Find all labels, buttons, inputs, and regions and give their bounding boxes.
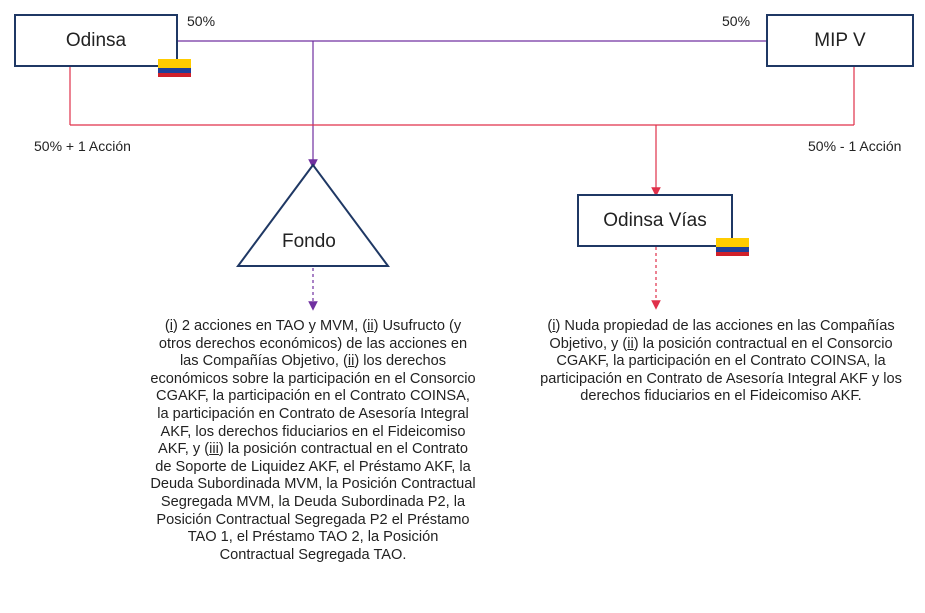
note-text: Nuda propiedad de las acciones en las Co… xyxy=(549,318,895,352)
mipv-fondo-pct: 50% xyxy=(722,13,751,29)
odinsa-label: Odinsa xyxy=(65,29,127,51)
colombia-flag-icon xyxy=(158,59,191,77)
note-text: los derechos económicos sobre la partici… xyxy=(150,353,476,458)
roman-numeral: ii xyxy=(627,335,634,352)
note-text: la posición contractual en el Consorcio … xyxy=(540,335,902,405)
roman-numeral: ii xyxy=(347,353,355,370)
odinsa-fondo-pct: 50% xyxy=(187,13,216,29)
fondo-assets-note: (i) 2 acciones en TAO y MVM, (ii) Usufru… xyxy=(150,318,476,563)
note-text: Usufructo (y otros derechos económicos) … xyxy=(158,318,468,370)
colombia-flag-icon xyxy=(716,238,749,256)
mipv-box: MIP V xyxy=(766,14,914,67)
roman-numeral: i xyxy=(552,318,556,334)
roman-numeral: i xyxy=(169,318,173,334)
note-text: la posición contractual en el Contrato d… xyxy=(150,441,476,563)
fondo-label: Fondo xyxy=(282,231,336,252)
mipv-label: MIP V xyxy=(814,29,866,51)
odinsa-vias-box: Odinsa Vías xyxy=(577,194,733,247)
note-text: 2 acciones en TAO y MVM, xyxy=(177,318,363,334)
vias-assets-note: (i) Nuda propiedad de las acciones en la… xyxy=(540,318,902,405)
roman-numeral: iii xyxy=(209,441,219,458)
odinsa-vias-pct: 50% + 1 Acción xyxy=(34,138,131,154)
roman-numeral: ii xyxy=(367,318,374,334)
odinsa-vias-label: Odinsa Vías xyxy=(603,209,707,231)
odinsa-box: Odinsa xyxy=(14,14,178,67)
mipv-vias-pct: 50% - 1 Acción xyxy=(808,138,902,154)
fondo-triangle xyxy=(236,163,390,267)
